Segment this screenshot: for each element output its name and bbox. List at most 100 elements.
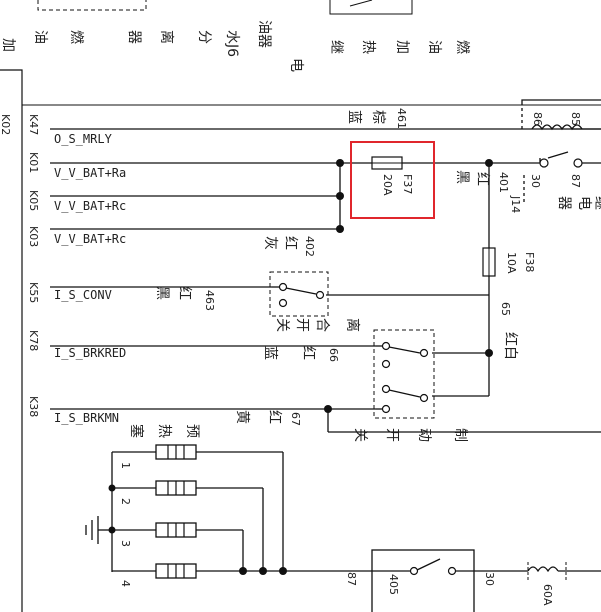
top-label: 电 xyxy=(288,58,304,72)
wire-color: 蓝 xyxy=(262,346,278,360)
plug-pin: 1 xyxy=(119,462,132,469)
wire-color: 蓝 xyxy=(346,110,362,124)
fuse-60a: 60A xyxy=(527,562,601,606)
clutch-switch: 离 合 开 关 xyxy=(269,271,361,332)
switch-label: 制 xyxy=(452,428,468,442)
top-label: 继 xyxy=(328,40,344,54)
signal-label: V_V_BAT+Rc xyxy=(54,199,126,213)
relay-coil xyxy=(531,124,601,131)
relay-labels: 86 85 30 87 J14 电 器 继 xyxy=(509,112,601,213)
junction-dot xyxy=(485,349,493,357)
relay-pin-86: 86 xyxy=(531,112,544,126)
switch-label: 开 xyxy=(384,428,400,442)
relay-contact-circles xyxy=(539,158,583,168)
relay-contact xyxy=(573,158,583,168)
relay-contact xyxy=(539,158,549,168)
fuse-f37-name: F37 xyxy=(401,174,414,194)
relay-pin-30: 30 xyxy=(529,174,542,188)
top-label: 加 xyxy=(0,38,16,52)
wire-color: 棕 xyxy=(370,110,386,124)
pin-label: K01 xyxy=(27,152,40,173)
wire-color: 黑 xyxy=(454,170,470,184)
junction-dot xyxy=(485,159,493,167)
wire-color: 红 xyxy=(300,346,316,360)
wire-color: 红白 xyxy=(502,332,518,360)
top-label: 油 xyxy=(426,40,442,54)
relay-name: 继 xyxy=(592,196,601,210)
glow-plug-elements xyxy=(155,444,197,579)
pin-label: K78 xyxy=(27,330,40,351)
fuse-f37: F37 20A xyxy=(371,156,414,196)
plug-pin: 4 xyxy=(119,580,132,587)
junction-dot xyxy=(336,192,344,200)
wire-color: 灰 xyxy=(262,236,278,250)
highlight-box xyxy=(350,141,435,219)
wire-color: 黑 xyxy=(154,286,170,300)
switch-label: 离 xyxy=(344,318,361,332)
glow-plug-hatch xyxy=(167,445,185,578)
top-label: 加 xyxy=(394,40,410,54)
relay-box-405: 405 xyxy=(371,549,528,612)
top-label: 分 xyxy=(196,30,212,44)
wire-color: 黄 xyxy=(234,410,251,424)
glow-plug-label: 预 热 塞 xyxy=(128,424,200,438)
wire-color: 红 xyxy=(266,410,282,424)
fuse-f38: F38 10A xyxy=(482,247,536,277)
signal-label: V_V_BAT+Rc xyxy=(54,232,126,246)
relay-name: 器 xyxy=(556,196,572,210)
top-label: 油 xyxy=(32,30,48,44)
top-label: 热 xyxy=(360,40,376,54)
signal-label: I_S_BRKMN xyxy=(54,411,119,425)
heater-label: 预 xyxy=(184,424,200,438)
top-label: 燃 xyxy=(68,30,85,44)
pin-label: K03 xyxy=(27,226,40,247)
top-label: 器 xyxy=(126,30,142,44)
junction-dot xyxy=(324,405,332,413)
top-label: 水J6 xyxy=(224,30,240,57)
pin-label: K38 xyxy=(27,396,40,417)
fuse-f37-rating: 20A xyxy=(381,174,394,196)
signal-label: V_V_BAT+Ra xyxy=(54,166,126,180)
relay-id: J14 xyxy=(509,195,522,213)
wire-color: 红 xyxy=(176,286,192,300)
switch-label: 动 xyxy=(416,428,432,442)
connector-pins: K47 K01 K05 K03 K55 K78 K38 K02 xyxy=(0,114,40,417)
top-component-labels: 加 油 燃 器 离 分 水J6 油器 电 继 热 加 油 燃 xyxy=(0,20,471,72)
relay-name: 电 xyxy=(576,196,592,210)
switch-label: 开 xyxy=(294,318,310,332)
wire-number-67: 67 xyxy=(289,412,302,426)
heater-label: 塞 xyxy=(128,424,145,438)
relay-pin-87: 87 xyxy=(569,174,582,188)
fuse-f38-name: F38 xyxy=(523,252,536,272)
pin-label: K05 xyxy=(27,190,40,211)
wire-labels: 461 蓝 棕 黑 红 401 灰 红 402 黑 红 463 65 红白 蓝 … xyxy=(154,108,518,586)
heater-label: 热 xyxy=(156,424,172,438)
glow-plug-pins: 1 2 3 4 xyxy=(119,462,132,587)
top-cutoff-boxes xyxy=(37,0,413,15)
wire-number-30: 30 xyxy=(483,572,496,586)
wire-color: 红 xyxy=(282,236,298,250)
top-label: 油器 xyxy=(256,20,272,48)
junction-dot xyxy=(336,159,344,167)
wire-number-461: 461 xyxy=(395,108,408,129)
signal-label: I_S_BRKRED xyxy=(54,346,126,360)
junction-dot xyxy=(336,225,344,233)
switch-label: 合 xyxy=(314,318,330,332)
pin-label: K47 xyxy=(27,114,40,135)
top-label: 燃 xyxy=(454,40,471,54)
wire-number-402: 402 xyxy=(303,236,316,257)
connector-bracket xyxy=(0,69,601,612)
brake-switch: 制 动 开 关 xyxy=(352,329,468,442)
wire-number-401: 401 xyxy=(497,172,510,193)
junction-dots xyxy=(108,159,493,575)
wire-number-87: 87 xyxy=(345,572,358,586)
wire-number-66: 66 xyxy=(327,348,340,362)
switch-label: 关 xyxy=(352,428,368,442)
signal-names: O_S_MRLY V_V_BAT+Ra V_V_BAT+Rc V_V_BAT+R… xyxy=(54,132,126,425)
wires xyxy=(50,99,601,433)
plug-pin: 2 xyxy=(119,498,132,505)
fuse-f38-rating: 10A xyxy=(505,252,518,274)
signal-label: O_S_MRLY xyxy=(54,132,113,146)
top-label: 离 xyxy=(158,30,175,44)
